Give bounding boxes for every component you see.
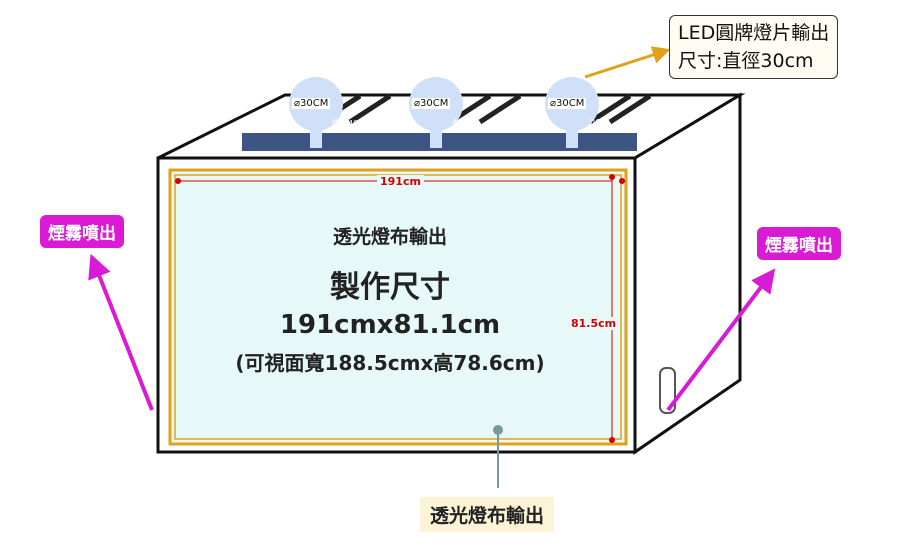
- callout-arrow: [584, 46, 671, 79]
- smoke-label-right: 煙霧噴出: [757, 227, 841, 260]
- size-heading: 製作尺寸: [330, 270, 450, 305]
- red-tag: 燈寬40CM: [332, 119, 371, 128]
- size-value: 191cmx81.1cm: [279, 310, 501, 340]
- led-callout: LED圓牌燈片輸出尺寸:直徑30cm: [669, 15, 839, 79]
- width-label: 191cm: [377, 175, 424, 188]
- red-tag: 0CM: [590, 118, 608, 127]
- callout-line1: LED圓牌燈片輸出: [678, 22, 830, 44]
- red-tag: 40CM: [452, 118, 475, 127]
- circle-size-label: ⌀30CM: [292, 98, 331, 109]
- side-door: [659, 367, 676, 414]
- circle-size-label: ⌀30CM: [548, 98, 587, 109]
- panel-title: 透光燈布輸出: [332, 226, 447, 248]
- box-side: [633, 92, 742, 455]
- callout-line2: 尺寸:直徑30cm: [678, 50, 814, 72]
- height-label: 81.5cm: [568, 317, 620, 330]
- light-panel: [168, 168, 628, 446]
- smoke-label-left: 煙霧噴出: [40, 215, 124, 248]
- smoke-arrow-right: [666, 268, 776, 412]
- bottom-label: 透光燈布輸出: [420, 497, 555, 532]
- visible-size: (可視面寬188.5cmx高78.6cm): [235, 351, 545, 375]
- circle-size-label: ⌀30CM: [412, 98, 451, 109]
- smoke-arrow-left: [88, 253, 154, 411]
